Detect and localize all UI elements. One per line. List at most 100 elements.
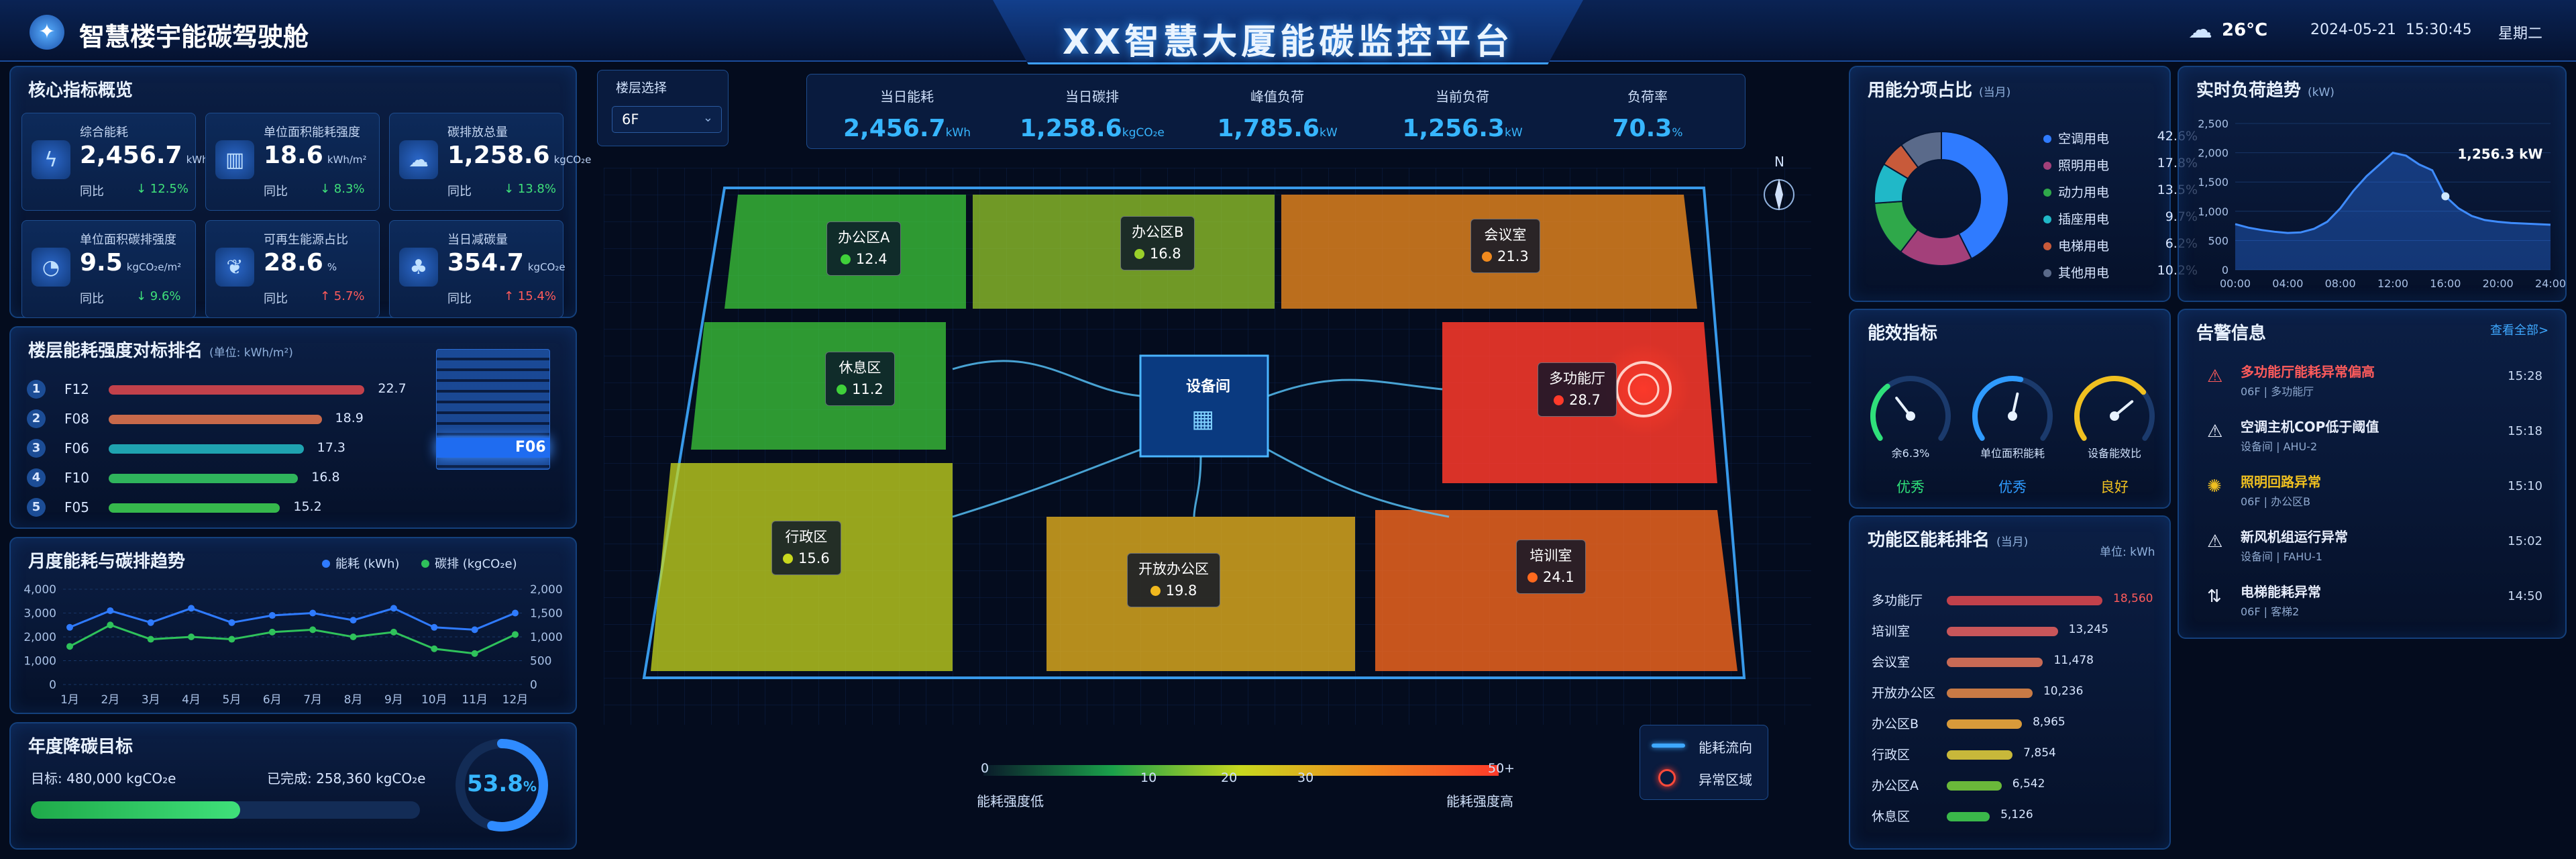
kpi-unit: kWh [945,126,971,140]
zone-value: 16.8 [1149,245,1181,262]
card-change: ↓ 13.8% [504,182,556,196]
card-value-number: 1,258.6 [447,142,550,169]
x-tick: 00:00 [2220,277,2251,290]
zone-value: 24.1 [1543,568,1574,585]
kpi-label: 当日碳排 [1065,89,1119,105]
card-label: 当日减碳量 [447,233,508,247]
zone-name: 会议室 [1484,227,1527,243]
kpi-value: 1,258.6kgCO₂e [1005,115,1179,142]
alert-time: 14:50 [2508,589,2542,603]
kpi-unit: kW [1319,126,1338,140]
kpi-value: 1,256.3kW [1375,115,1550,142]
y-tick: 1,500 [2198,176,2229,189]
energy-point [107,607,114,614]
gauge-hub [2110,411,2119,421]
card-label: 单位面积碳排强度 [80,233,176,247]
x-tick: 24:00 [2535,277,2566,290]
load-panel: 实时负荷趋势(kW) [2178,66,2567,302]
floor-select-label: 楼层选择 [616,81,667,95]
card-unit: % [327,261,337,273]
rank-value: 16.8 [311,470,340,485]
card-change: ↓ 12.5% [136,182,189,196]
card-label: 单位面积能耗强度 [264,125,360,140]
legend-energy-dot [322,560,330,568]
weekday: 星期二 [2498,26,2543,42]
target-percent-unit: % [523,778,537,795]
scale-tick: 50+ [1488,761,1515,776]
donut-slice[interactable] [1900,130,1942,168]
panel-title: 告警信息 [2196,323,2267,344]
legend-carbon: 碳排 (kgCO₂e) [421,554,517,572]
func-value: 8,965 [2033,715,2065,729]
y-tick-right: 1,000 [530,631,563,644]
ring-progress [455,739,548,831]
compass-north: N [1774,154,1784,170]
zone-value-row: 24.1 [1527,567,1574,589]
co2-gauge-icon: ◔ [32,248,70,287]
legend-energy: 能耗 (kWh) [322,554,399,572]
gauge-hub [1906,411,1915,421]
view-all-link[interactable]: 查看全部> [2490,323,2549,338]
legend-dot [2043,189,2051,197]
alert-time: 15:10 [2508,479,2542,493]
carbon-point [228,636,235,643]
kpi-item: 当日碳排 1,258.6kgCO₂e [1005,86,1179,142]
gauge-status: 优秀 [1998,479,2027,495]
y-tick: 2,500 [2198,117,2229,130]
gauge [1972,376,2053,441]
target-goal: 目标: 480,000 kgCO₂e [31,770,176,787]
compass-needle-icon [1775,179,1783,211]
zone-tag[interactable]: 会议室 21.3 [1470,219,1540,273]
kpi-number: 1,258.6 [1020,115,1122,142]
bulb-icon: ✺ [2207,476,2222,497]
rank-value: 18.9 [335,411,364,425]
zone-value-row: 21.3 [1482,246,1529,268]
floor-select-dropdown[interactable]: 6F ⌄ [612,106,722,133]
func-value: 11,478 [2053,654,2094,667]
rank-value: 17.3 [317,440,345,455]
legend-flow: 能耗流向 [1699,740,1752,756]
donut-slice[interactable] [1941,130,2009,260]
kpi-value: 2,456.7kWh [820,115,994,142]
legend-dot [2043,269,2051,277]
floor-select-value: 6F [622,111,639,128]
x-tick: 20:00 [2483,277,2514,290]
datetime: 2024-05-21 15:30:45 [2310,21,2472,38]
energy-point [512,609,519,617]
energy-point [188,605,195,612]
